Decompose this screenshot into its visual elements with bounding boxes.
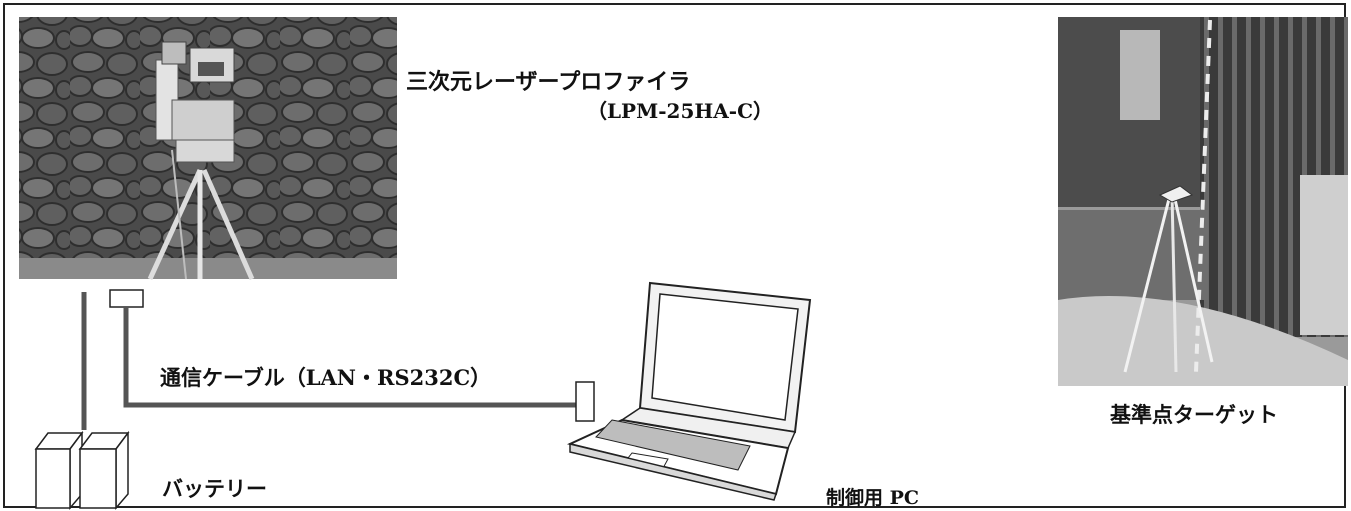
communication-cable [109, 289, 595, 422]
battery-label: バッテリー [162, 476, 267, 501]
pc-label: 制御用 PC [826, 487, 920, 509]
reference-target-photo [1058, 17, 1348, 386]
laptop-icon [566, 281, 812, 501]
target-label: 基準点ターゲット [1110, 402, 1278, 427]
profiler-name-label: 三次元レーザープロファイラ [406, 69, 691, 95]
battery-icon [34, 430, 130, 511]
cable-label: 通信ケーブル（LAN・RS232C） [160, 365, 492, 390]
laser-scanner-photo [19, 17, 397, 281]
profiler-model-label: （LPM-25HA-C） [587, 99, 774, 123]
